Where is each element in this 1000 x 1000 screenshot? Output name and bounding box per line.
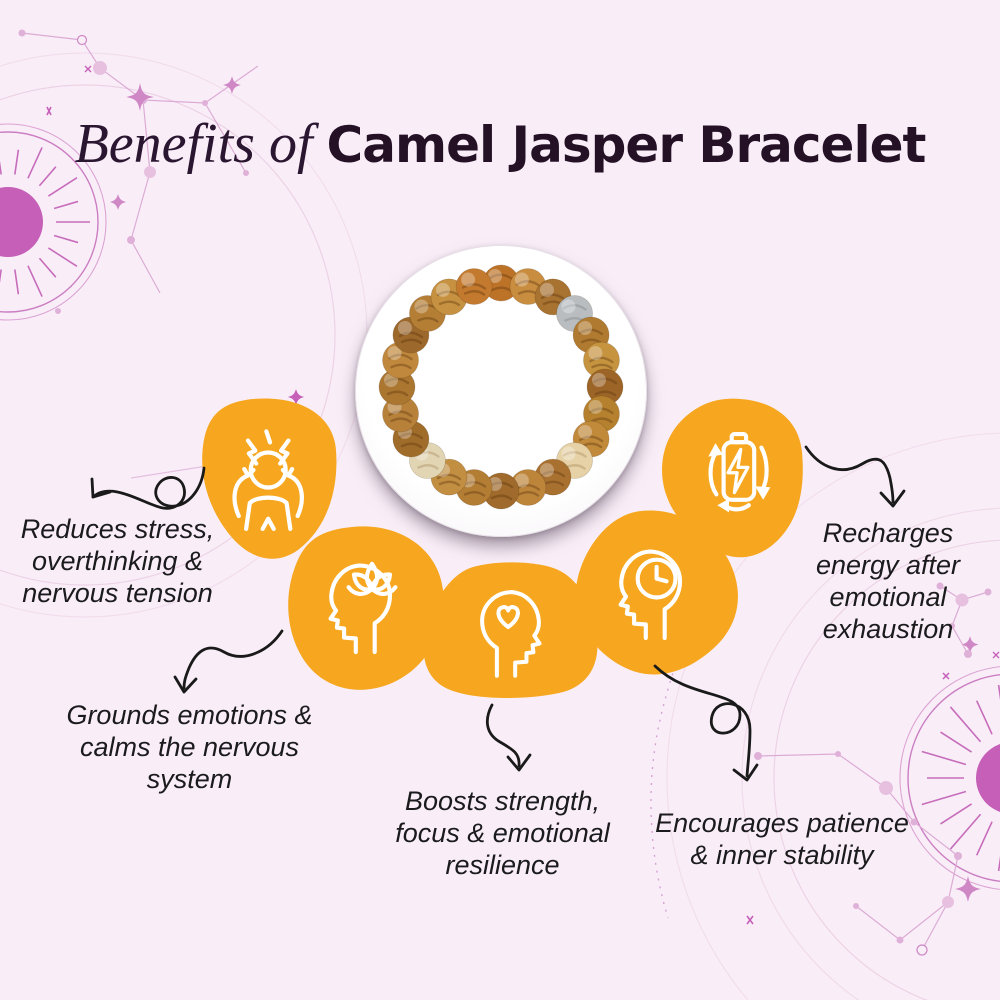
stressed-person-icon (232, 429, 304, 531)
sun-motif-bottom-right (666, 432, 1000, 1000)
arrow-to-boosts-strength (485, 703, 532, 772)
benefit-label-grounds-emotions: Grounds emotions & calms the nervous sys… (66, 700, 313, 794)
arrow-to-reduces-stress (90, 466, 206, 510)
title-product: Camel Jasper Bracelet (326, 116, 927, 174)
benefit-label-reduces-stress: Reduces stress, overthinking & nervous t… (20, 514, 215, 608)
benefit-blob-recharge (662, 398, 803, 558)
bracelet-photo (378, 264, 624, 510)
constellation-bottom-right (746, 636, 1000, 956)
mind-heart-icon (480, 590, 542, 678)
benefit-blob-strength (423, 562, 598, 699)
battery-recharge-icon (708, 432, 771, 513)
mind-clock-icon (618, 549, 683, 641)
constellation-right-middle (936, 582, 992, 658)
benefit-label-boosts-strength: Boosts strength, focus & emotional resil… (395, 786, 610, 880)
benefit-blob-stress (202, 398, 337, 559)
product-photo-circle (355, 245, 647, 537)
arrow-to-encourages-patience (653, 664, 759, 782)
benefit-label-recharges-energy: Recharges energy after emotional exhaust… (815, 518, 961, 644)
mind-lotus-icon (328, 561, 398, 655)
page-title: Benefits of Camel Jasper Bracelet (0, 112, 1000, 176)
arrow-to-recharges-energy (804, 445, 906, 508)
benefit-blob-grounding (288, 526, 444, 690)
benefit-label-encourages-patience: Encourages patience & inner stability (655, 808, 909, 870)
constellation-top-left (18, 29, 304, 479)
arrow-to-grounds-emotions (173, 629, 284, 694)
benefit-blob-patience (575, 510, 738, 675)
title-prefix: Benefits of (74, 113, 313, 175)
